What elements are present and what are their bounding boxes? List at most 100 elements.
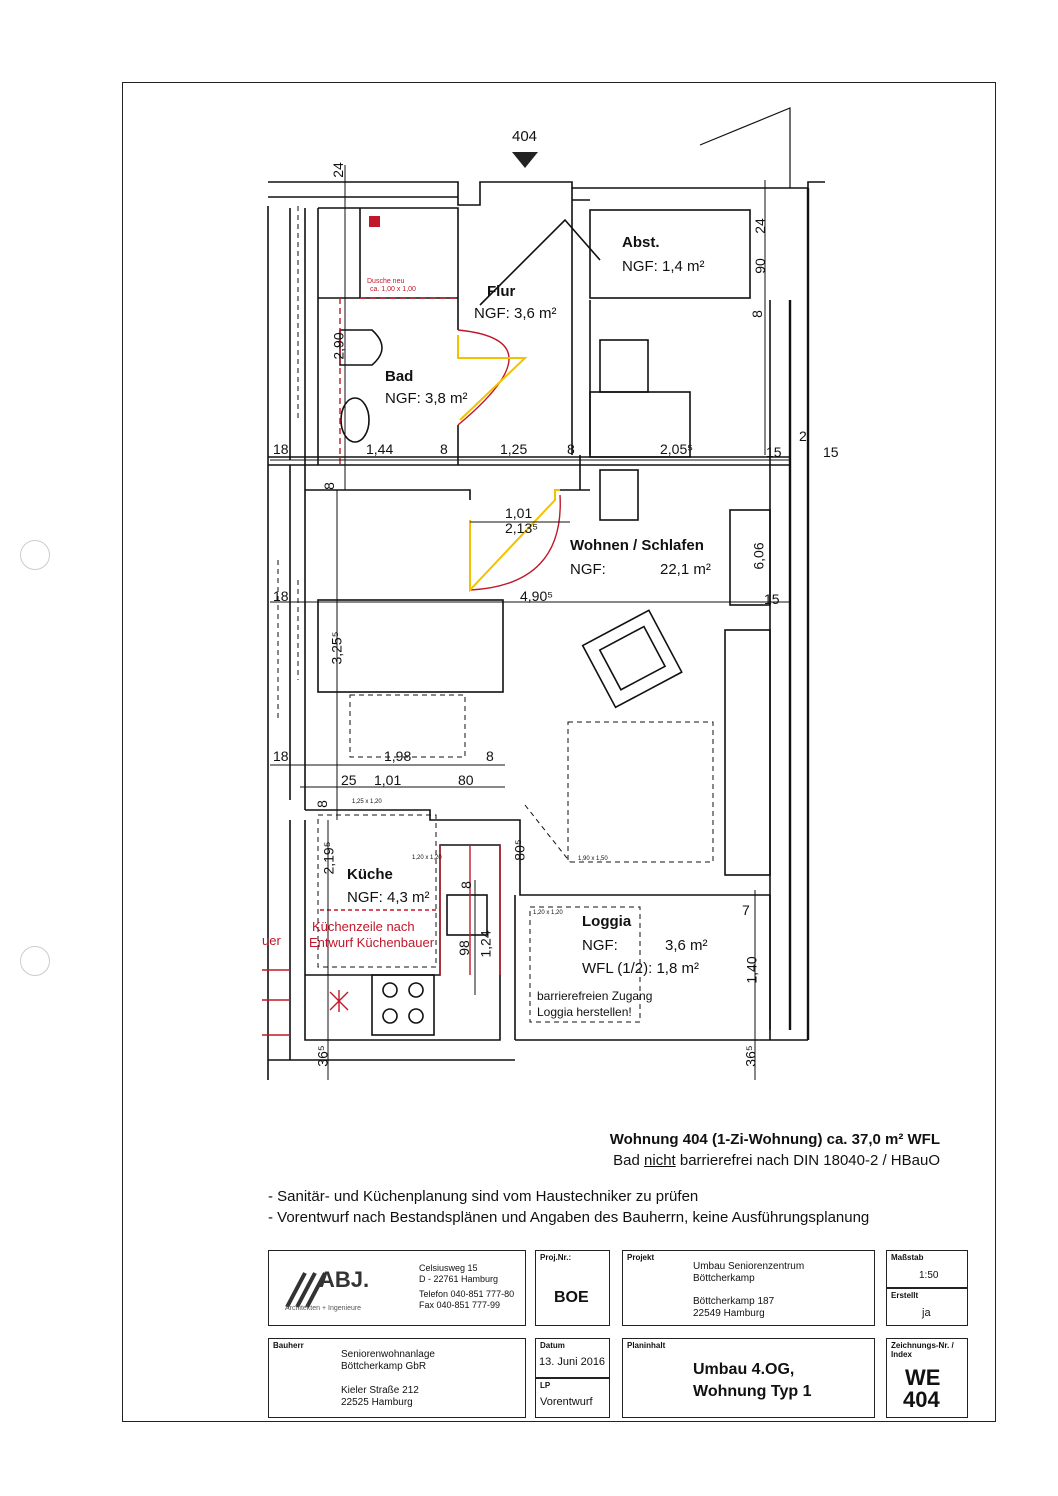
loggia-note-1: barrierefreien Zugang <box>537 989 653 1003</box>
tb-projnr: Proj.Nr.: BOE <box>535 1250 610 1326</box>
room-kueche-name: Küche <box>347 866 393 883</box>
room-loggia-ngf-value: 3,6 m² <box>665 937 708 954</box>
lp-caption: LP <box>540 1381 551 1390</box>
zeichnung-caption: Zeichnungs-Nr. / Index <box>891 1341 954 1359</box>
room-wohnen-area-value: 22,1 m² <box>660 561 711 578</box>
office-street: Celsiusweg 15 <box>419 1263 478 1273</box>
loggia-walls <box>514 895 808 1041</box>
planinhalt-caption: Planinhalt <box>627 1341 666 1350</box>
dim-365a: 36⁵ <box>314 1045 331 1067</box>
dim-4905: 4,90⁵ <box>520 588 554 604</box>
summary-line1: Wohnung 404 (1-Zi-Wohnung) ca. 37,0 m² W… <box>609 1131 940 1148</box>
summary-line2-pre: Bad <box>613 1152 645 1169</box>
size-label-loggia: 1,20 x 1,20 <box>533 910 563 916</box>
erstellt-caption: Erstellt <box>891 1291 919 1300</box>
dim-365b: 36⁵ <box>742 1045 759 1067</box>
bauherr-line2: Böttcherkamp GbR <box>341 1361 427 1372</box>
room-wohnen-name: Wohnen / Schlafen <box>570 537 704 554</box>
planinhalt-line2: Wohnung Typ 1 <box>693 1383 812 1400</box>
dim-2: 2 <box>799 428 807 444</box>
kuechenzeile-line2: Entwurf Küchenbauer <box>309 935 435 950</box>
planinhalt-line1: Umbau 4.OG, <box>693 1361 795 1378</box>
datum-value: 13. Juni 2016 <box>539 1356 606 1368</box>
office-tel: Telefon 040-851 777-80 <box>419 1289 515 1299</box>
dim-805: 80⁵ <box>511 839 528 861</box>
abj-logo-sub: Architekten + Ingenieure <box>285 1305 362 1312</box>
room-abst-name: Abst. <box>622 234 660 251</box>
stove <box>371 974 435 1036</box>
summary-line2-em: nicht <box>644 1152 676 1169</box>
dim-8e: 8 <box>486 748 494 764</box>
projekt-caption: Projekt <box>627 1253 655 1262</box>
dim-101b: 1,01 <box>374 772 402 788</box>
dim-25: 25 <box>341 772 357 788</box>
room-wohnen-area-label: NGF: <box>570 561 606 578</box>
projnr-value: BOE <box>554 1289 589 1306</box>
projekt-line2: Böttcherkamp <box>693 1273 755 1284</box>
turning-circle-bed <box>349 694 466 758</box>
note-1: - Sanitär- und Küchenplanung sind vom Ha… <box>268 1188 699 1205</box>
room-kueche-area: NGF: 4,3 m² <box>347 889 430 906</box>
size-label-190: 1,90 x 1,50 <box>578 856 608 862</box>
dim-8d: 8 <box>320 482 337 490</box>
dusche-outline <box>339 297 458 465</box>
abj-logo-icon <box>285 1272 327 1308</box>
kuechenzeile-line1: Küchenzeile nach <box>312 919 415 934</box>
dusche-label: Dusche neu <box>367 278 405 285</box>
dim-124: 1,24 <box>477 930 494 958</box>
dim-8f: 8 <box>313 800 330 808</box>
dim-2135: 2,13⁵ <box>505 520 539 536</box>
size-label-125: 1,25 x 1,20 <box>352 799 382 805</box>
outlet-mark <box>329 990 349 1012</box>
flur-walls <box>571 188 591 455</box>
dim-98: 98 <box>455 940 472 956</box>
dim-18c: 18 <box>273 748 289 764</box>
red-wall-mark <box>262 969 290 1036</box>
dim-3255: 3,25⁵ <box>328 631 345 665</box>
projekt-line3: Böttcherkamp 187 <box>693 1296 775 1307</box>
projekt-line4: 22549 Hamburg <box>693 1308 765 1319</box>
dim-8c: 8 <box>567 441 575 457</box>
abj-logo-text: ABJ. <box>319 1267 370 1292</box>
bed-rect <box>317 599 504 693</box>
tb-office: ABJ. Architekten + Ingenieure Celsiusweg… <box>268 1250 526 1326</box>
dim-198: 1,98 <box>384 748 412 764</box>
summary-line2-post: barrierefrei nach DIN 18040-2 / HBauO <box>675 1152 940 1169</box>
room-bad-name: Bad <box>385 368 414 385</box>
tb-projekt: Projekt Umbau Seniorenzentrum Böttcherka… <box>622 1250 875 1326</box>
note-2: - Vorentwurf nach Bestandsplänen und Ang… <box>268 1209 870 1226</box>
dim-18a: 18 <box>273 441 289 457</box>
dim-606: 6,06 <box>750 542 767 570</box>
washbasin <box>340 397 370 443</box>
wall-top <box>268 181 825 206</box>
room-flur-area: NGF: 3,6 m² <box>474 305 557 322</box>
dim-80a: 80 <box>458 772 474 788</box>
projnr-caption: Proj.Nr.: <box>540 1253 572 1262</box>
dim-8a: 8 <box>748 310 765 318</box>
dim-290: 2,90 <box>330 332 347 360</box>
bauherr-caption: Bauherr <box>273 1341 304 1350</box>
bad-outer <box>289 208 306 465</box>
sofa <box>724 629 771 876</box>
kuechenbauer-cut: uer <box>262 933 281 948</box>
turning-circle-main <box>567 721 714 863</box>
dim-18b: 18 <box>273 588 289 604</box>
dim-15c: 15 <box>764 591 780 607</box>
armchair <box>581 609 683 709</box>
bad-walls <box>317 207 459 465</box>
room-loggia-name: Loggia <box>582 913 632 930</box>
bauherr-line4: 22525 Hamburg <box>341 1397 413 1408</box>
room-door-leaf <box>469 489 560 593</box>
wall-partition <box>305 455 590 500</box>
bad-door-swing <box>457 329 510 426</box>
toilet <box>339 329 383 366</box>
dusche-drain <box>369 216 380 227</box>
desk <box>589 391 691 458</box>
dim-8b: 8 <box>440 441 448 457</box>
dim-15b: 15 <box>823 444 839 460</box>
room-loggia-wfl: WFL (1/2): 1,8 m² <box>582 960 699 977</box>
massstab-value: 1:50 <box>919 1270 939 1281</box>
wardrobe <box>729 509 771 606</box>
bauherr-line3: Kieler Straße 212 <box>341 1385 419 1396</box>
zeichnung-line2: 404 <box>903 1387 940 1412</box>
